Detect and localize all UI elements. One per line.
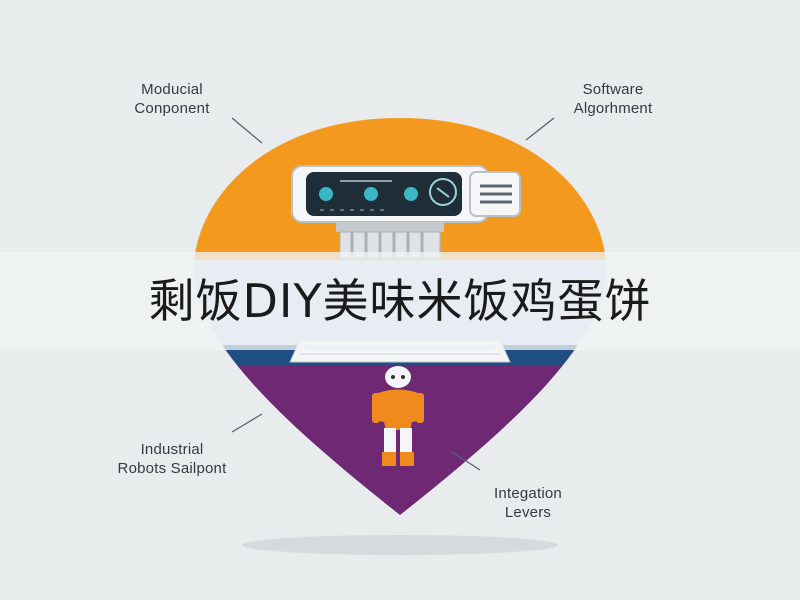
robot-head-device-icon (291, 165, 521, 223)
leader-line-bottom-left (231, 413, 263, 433)
callout-line: Industrial (140, 441, 204, 458)
callout-line: Conponent (134, 100, 210, 117)
callout-line: Robots Sailpont (117, 460, 227, 477)
callout-software-algorithm: Software Algorhment (548, 80, 678, 118)
callout-line: Integation (494, 485, 562, 502)
title-banner (0, 252, 800, 350)
callout-line: Algorhment (573, 100, 653, 117)
banner-title: 剩饭DIY美味米饭鸡蛋饼 (148, 274, 652, 328)
callout-line: Levers (504, 504, 552, 521)
callout-integration-levers: Integation Levers (468, 484, 588, 522)
callout-line: Moducial (141, 81, 203, 98)
callout-modular-component: Moducial Conponent (102, 80, 242, 118)
ground-shadow (242, 535, 558, 555)
leader-line-bottom-right (451, 451, 481, 471)
callout-line: Software (582, 81, 644, 98)
callout-industrial-robots: Industrial Robots Sailpont (92, 440, 252, 478)
person-figure-icon (372, 366, 424, 466)
leader-line-top-left (231, 117, 263, 144)
leader-line-top-right (525, 117, 555, 141)
